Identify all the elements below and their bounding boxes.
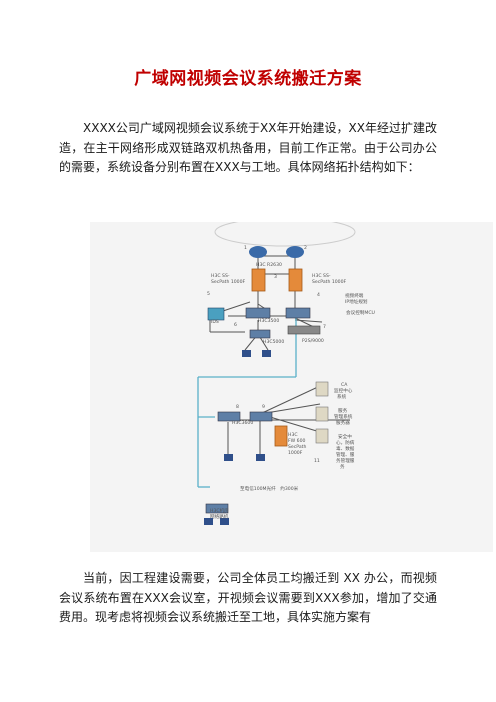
label-n5: 5	[207, 291, 210, 297]
label-n1: 1	[244, 245, 247, 251]
label-fw1: H3C SS-	[211, 273, 230, 279]
ids-icon	[207, 307, 225, 321]
switch-icons	[205, 307, 311, 514]
label-n8: 8	[236, 404, 239, 410]
label-sw3: H3C5000	[263, 339, 284, 345]
label-srv1: CA	[341, 382, 348, 388]
fiber-links	[197, 310, 297, 488]
svg-text:系统: 系统	[337, 393, 347, 400]
svg-text:毒、数据: 毒、数据	[336, 445, 355, 452]
document-title: 广域网视频会议系统搬迁方案	[134, 69, 362, 89]
label-lan1: 视频终端	[345, 292, 364, 299]
topology-links	[209, 255, 350, 454]
label-ids: IDS	[211, 319, 219, 325]
label-n4: 4	[317, 292, 320, 298]
svg-text:管理系统: 管理系统	[334, 413, 353, 420]
label-fw3: H3C	[288, 432, 298, 438]
label-mcu-note: 会议控制MCU	[346, 309, 375, 316]
mcu-icon	[287, 325, 321, 335]
svg-text:务: 务	[340, 463, 345, 470]
label-srv3: 安全中	[338, 433, 352, 440]
svg-text:SecPath 1000F: SecPath 1000F	[211, 279, 246, 285]
label-lan2: IP地址规划	[345, 298, 368, 305]
svg-text:务管理服: 务管理服	[336, 457, 355, 464]
label-sw-bottom: H3C3600	[232, 420, 253, 426]
label-srv2: 服务	[338, 407, 348, 414]
label-n9: 9	[262, 404, 265, 410]
server-icons	[315, 381, 329, 444]
label-n7: 7	[323, 324, 326, 330]
firewall-icons	[251, 268, 303, 447]
label-mcu: P2S/9000	[302, 338, 324, 344]
workstation-icons	[204, 350, 271, 525]
svg-text:管理、服: 管理、服	[336, 451, 355, 458]
body-paragraph: 当前，因工程建设需要，公司全体员工均搬迁到 XX 办公，而视频会议系统布置在XX…	[59, 571, 437, 624]
label-n2: 2	[304, 245, 307, 251]
svg-text:监控中心: 监控中心	[334, 387, 353, 394]
wan-cloud	[214, 222, 356, 247]
intro-paragraph: XXXX公司广域网视频会议系统于XX年开始建设，XX年经过扩建改造，在主干网络形…	[59, 121, 437, 174]
svg-text:1000F: 1000F	[288, 450, 303, 456]
label-link-note: 至电信100M光纤 约300米	[240, 485, 299, 492]
label-n6: 6	[234, 322, 237, 328]
label-remote: H3C机房	[210, 507, 229, 514]
svg-text:SecPath: SecPath	[288, 444, 306, 450]
router-icons	[249, 246, 304, 258]
svg-text:服务器: 服务器	[336, 419, 350, 426]
label-router: H3C R2630	[256, 262, 282, 268]
label-fw2: H3C SS-	[312, 273, 331, 279]
label-core: H3C3500	[258, 318, 279, 324]
svg-text:心，防病: 心，防病	[336, 439, 355, 446]
label-n3: 3	[274, 274, 277, 280]
svg-text:FW 600: FW 600	[288, 438, 305, 444]
svg-text:SecPath 1000F: SecPath 1000F	[312, 279, 347, 285]
svg-text:网络路机: 网络路机	[210, 513, 229, 520]
network-topology-diagram: 1 2 H3C R2630 H3C SS- SecPath 1000F H3C …	[90, 222, 493, 552]
label-n11: 11	[314, 458, 320, 464]
